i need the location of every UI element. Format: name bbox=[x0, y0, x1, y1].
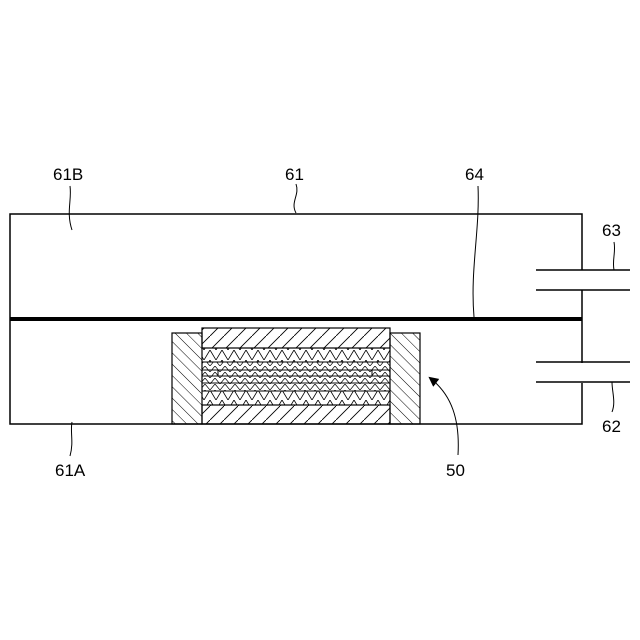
layer-bottom bbox=[202, 405, 390, 424]
layer-3 bbox=[202, 362, 390, 370]
left-side-block bbox=[172, 333, 202, 424]
layer-7 bbox=[202, 391, 390, 405]
leader-61 bbox=[294, 184, 297, 213]
label-61A: 61A bbox=[55, 461, 86, 480]
layer-6 bbox=[202, 383, 390, 391]
layer-middle bbox=[202, 370, 390, 376]
leader-61A bbox=[70, 422, 72, 456]
layer-5 bbox=[202, 376, 390, 383]
layer-top bbox=[202, 328, 390, 348]
layer-2 bbox=[202, 348, 390, 362]
label-61: 61 bbox=[285, 165, 304, 184]
leader-62 bbox=[612, 382, 614, 412]
right-side-block bbox=[390, 333, 420, 424]
label-62: 62 bbox=[602, 417, 621, 436]
leader-63 bbox=[613, 242, 614, 270]
label-61B: 61B bbox=[53, 165, 83, 184]
label-50: 50 bbox=[446, 461, 465, 480]
label-64: 64 bbox=[465, 165, 484, 184]
label-63: 63 bbox=[602, 221, 621, 240]
sample-stack bbox=[172, 328, 420, 424]
